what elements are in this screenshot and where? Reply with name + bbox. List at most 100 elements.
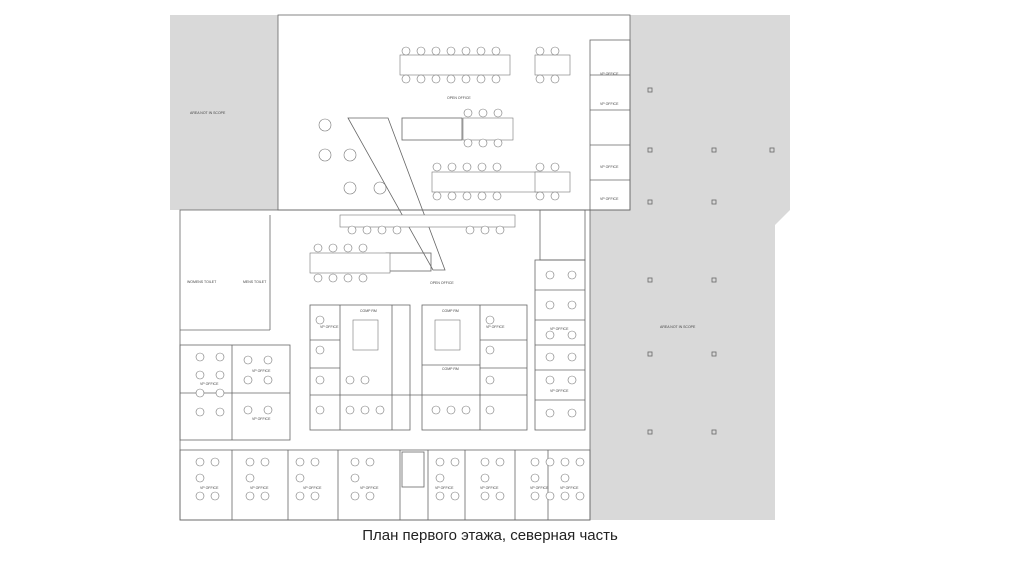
label-vp-office: VP OFFICE: [200, 486, 219, 490]
chair: [462, 162, 472, 172]
table: [431, 171, 543, 193]
cafe-table: [318, 118, 332, 132]
chair: [480, 225, 490, 235]
chair: [215, 370, 225, 380]
chair: [432, 162, 442, 172]
chair: [567, 270, 577, 280]
column: [647, 429, 653, 435]
chair: [313, 273, 323, 283]
chair: [343, 273, 353, 283]
label-vp-office: VP OFFICE: [600, 165, 619, 169]
chair: [535, 74, 545, 84]
chair: [447, 162, 457, 172]
column: [647, 147, 653, 153]
furniture: [195, 46, 585, 501]
chair: [545, 352, 555, 362]
chair: [476, 46, 486, 56]
chair: [567, 408, 577, 418]
table: [352, 319, 379, 351]
chair: [315, 375, 325, 385]
column: [647, 87, 653, 93]
chair: [495, 491, 505, 501]
chair: [435, 491, 445, 501]
stair: [401, 451, 425, 488]
chair: [195, 407, 205, 417]
chair: [358, 243, 368, 253]
label-vp-office: VP OFFICE: [550, 327, 569, 331]
chair: [485, 375, 495, 385]
chair: [375, 405, 385, 415]
chair: [195, 388, 205, 398]
chair: [377, 225, 387, 235]
chair: [545, 491, 555, 501]
wall: [179, 344, 291, 441]
chair: [435, 457, 445, 467]
chair: [315, 345, 325, 355]
chair: [195, 491, 205, 501]
label-vp-office: VP OFFICE: [252, 369, 271, 373]
room-labels: AREA NOT IN SCOPE AREA NOT IN SCOPE OPEN…: [187, 72, 696, 490]
slide-caption: План первого этажа, северная часть: [362, 527, 618, 544]
chair: [450, 457, 460, 467]
chair: [295, 457, 305, 467]
chair: [492, 162, 502, 172]
chair: [461, 405, 471, 415]
chair: [477, 162, 487, 172]
chair: [446, 46, 456, 56]
table: [462, 117, 514, 141]
chair: [431, 46, 441, 56]
chair: [345, 405, 355, 415]
chair: [495, 225, 505, 235]
chair: [263, 355, 273, 365]
chair: [545, 330, 555, 340]
wall: [589, 39, 631, 211]
chair: [195, 352, 205, 362]
label-vp-office: VP OFFICE: [530, 486, 549, 490]
chair: [465, 225, 475, 235]
table: [534, 54, 571, 76]
column: [711, 277, 717, 283]
chair: [575, 457, 585, 467]
table: [339, 214, 516, 228]
chair: [295, 473, 305, 483]
chair: [478, 108, 488, 118]
chair: [243, 375, 253, 385]
chair: [535, 162, 545, 172]
cafe-table: [343, 148, 357, 162]
chair: [360, 405, 370, 415]
chair: [480, 491, 490, 501]
chair: [431, 405, 441, 415]
label-vp-office: VP OFFICE: [435, 486, 454, 490]
chair: [575, 491, 585, 501]
label-area-not-in-scope-west: AREA NOT IN SCOPE: [190, 111, 226, 115]
label-vp-office: VP OFFICE: [550, 389, 569, 393]
chair: [263, 375, 273, 385]
chair: [530, 473, 540, 483]
label-open-office-north: OPEN OFFICE: [447, 96, 471, 100]
chair: [491, 74, 501, 84]
chair: [195, 473, 205, 483]
label-vp-office: VP OFFICE: [200, 382, 219, 386]
chair: [550, 46, 560, 56]
chair: [485, 405, 495, 415]
chair: [328, 273, 338, 283]
chair: [392, 225, 402, 235]
wall: [179, 449, 591, 521]
chair: [567, 300, 577, 310]
chair: [545, 300, 555, 310]
label-comp-rm-3: COMP RM: [442, 367, 459, 371]
chair: [243, 355, 253, 365]
chair: [560, 491, 570, 501]
chair: [461, 74, 471, 84]
chair: [365, 491, 375, 501]
chair: [447, 191, 457, 201]
chair: [463, 138, 473, 148]
chair: [215, 388, 225, 398]
chair: [328, 243, 338, 253]
chair: [245, 491, 255, 501]
chair: [446, 74, 456, 84]
label-mens-toilet: MENS TOILET: [243, 280, 267, 284]
wall: [309, 304, 411, 431]
label-vp-office: VP OFFICE: [600, 102, 619, 106]
